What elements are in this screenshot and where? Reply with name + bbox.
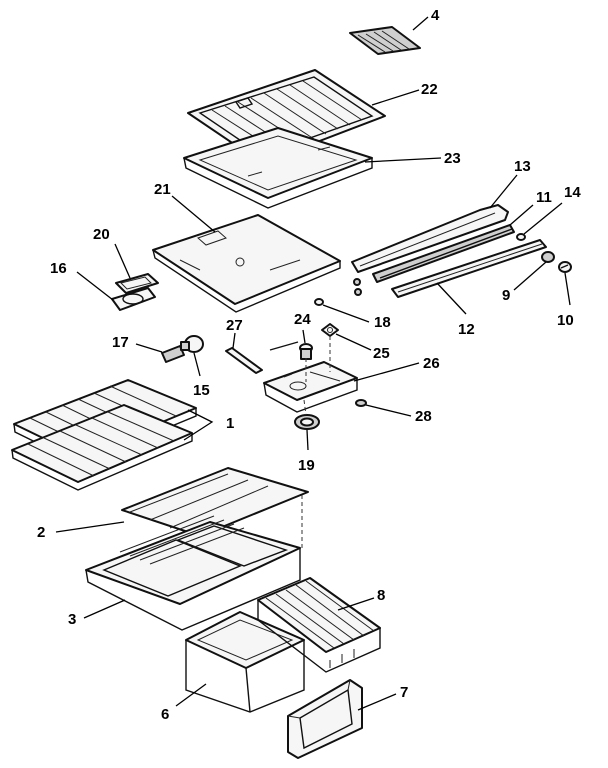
callout-7: 7 (400, 684, 408, 701)
callout-3: 3 (68, 611, 76, 628)
part-21-panel (152, 214, 341, 313)
callout-19: 19 (298, 457, 315, 474)
part-7-bin-cover (287, 679, 363, 759)
part-17-socket (161, 345, 185, 363)
callout-22: 22 (421, 81, 438, 98)
callout-4: 4 (431, 7, 440, 24)
part-26-control-housing (263, 361, 358, 413)
callout-21: 21 (154, 181, 171, 198)
part-16-light-cover (111, 287, 156, 311)
callout-27: 27 (226, 317, 243, 334)
callout-6: 6 (161, 706, 169, 723)
callout-26: 26 (423, 355, 440, 372)
callout-25: 25 (373, 345, 390, 362)
callout-24: 24 (294, 311, 311, 328)
callout-12: 12 (458, 321, 475, 338)
part-20-housing (115, 273, 159, 294)
part-1-shelves (11, 379, 197, 491)
part-10-screw (558, 261, 572, 273)
callout-1: 1 (226, 415, 234, 432)
part-15-bulb (180, 335, 204, 353)
part-6-crisper-drawer (185, 611, 305, 713)
part-13-rail (351, 204, 509, 273)
part-18-washer (314, 298, 324, 306)
callout-2: 2 (37, 524, 45, 541)
part-8-wire-rack (257, 577, 381, 673)
part-22-shelf (187, 69, 386, 164)
part-4-grille (349, 26, 421, 55)
part-11-rail (372, 224, 515, 283)
callout-16: 16 (50, 260, 67, 277)
callout-13: 13 (514, 158, 531, 175)
callout-10: 10 (557, 312, 574, 329)
part-27-bar (225, 347, 263, 374)
part-23-tray (183, 127, 373, 209)
callout-17: 17 (112, 334, 129, 351)
part-19-knob (294, 414, 320, 430)
callout-18: 18 (374, 314, 391, 331)
part-24-knob (269, 341, 313, 360)
callout-14: 14 (564, 184, 581, 201)
part-25-clip (321, 323, 339, 337)
callout-20: 20 (93, 226, 110, 243)
part-14-washer (516, 233, 526, 241)
callout-8: 8 (377, 587, 385, 604)
callout-28: 28 (415, 408, 432, 425)
part-28-screw (355, 399, 367, 407)
part-12-rail (391, 239, 547, 298)
callout-11: 11 (536, 189, 552, 206)
part-9-nut (541, 251, 555, 263)
callout-15: 15 (193, 382, 210, 399)
part-3-crisper-frame (85, 515, 301, 631)
rail-screws (353, 278, 362, 296)
part-2-glass-shelf (121, 467, 309, 537)
callout-23: 23 (444, 150, 461, 167)
callout-9: 9 (502, 287, 510, 304)
